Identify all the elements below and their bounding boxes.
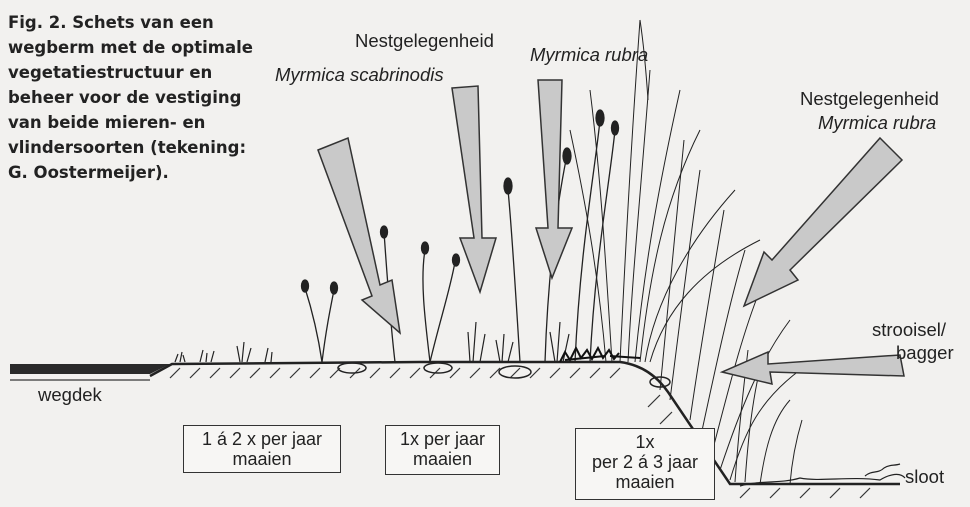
arrow-rubra-center xyxy=(536,80,572,278)
caption-line: vlindersoorten (tekening: xyxy=(8,135,258,160)
caption-line: van beide mieren- en xyxy=(8,110,258,135)
zone-text: maaien xyxy=(576,472,714,492)
zone-text: 1x per jaar xyxy=(386,429,499,449)
figure-caption: Fig. 2. Schets van een wegberm met de op… xyxy=(8,10,258,185)
label-species-rubra-right: Myrmica rubra xyxy=(818,112,936,134)
arrow-scabrinodis xyxy=(318,138,400,333)
zone-text: maaien xyxy=(184,449,340,469)
tall-grasses xyxy=(570,20,802,484)
zone-text: per 2 á 3 jaar xyxy=(576,452,714,472)
zone-text: maaien xyxy=(386,449,499,469)
label-wegdek: wegdek xyxy=(38,384,102,406)
zone-box-mow-every-2-3-years: 1x per 2 á 3 jaar maaien xyxy=(575,428,715,500)
zone-text: 1x xyxy=(576,432,714,452)
caption-line: G. Oostermeijer). xyxy=(8,160,258,185)
label-nest-right: Nestgelegenheid xyxy=(800,88,939,110)
zone-box-mow-1-per-year: 1x per jaar maaien xyxy=(385,425,500,475)
ant-nests xyxy=(338,363,670,387)
caption-line: Fig. 2. Schets van een xyxy=(8,10,258,35)
road-surface xyxy=(10,364,170,374)
caption-line: wegberm met de optimale xyxy=(8,35,258,60)
label-sloot: sloot xyxy=(905,466,944,488)
zone-text: 1 á 2 x per jaar xyxy=(184,429,340,449)
label-strooisel: strooisel/ xyxy=(872,319,946,341)
caption-line: vegetatiestructuur en xyxy=(8,60,258,85)
arrow-rubra-right xyxy=(744,138,902,306)
label-species-scabrinodis: Myrmica scabrinodis xyxy=(275,64,444,86)
label-species-rubra-center: Myrmica rubra xyxy=(530,44,648,66)
low-vegetation xyxy=(175,322,569,362)
label-bagger: bagger xyxy=(896,342,954,364)
caption-line: beheer voor de vestiging xyxy=(8,85,258,110)
arrow-litter xyxy=(722,352,904,384)
label-nest-left: Nestgelegenheid xyxy=(355,30,494,52)
zone-box-mow-1-2-per-year: 1 á 2 x per jaar maaien xyxy=(183,425,341,473)
